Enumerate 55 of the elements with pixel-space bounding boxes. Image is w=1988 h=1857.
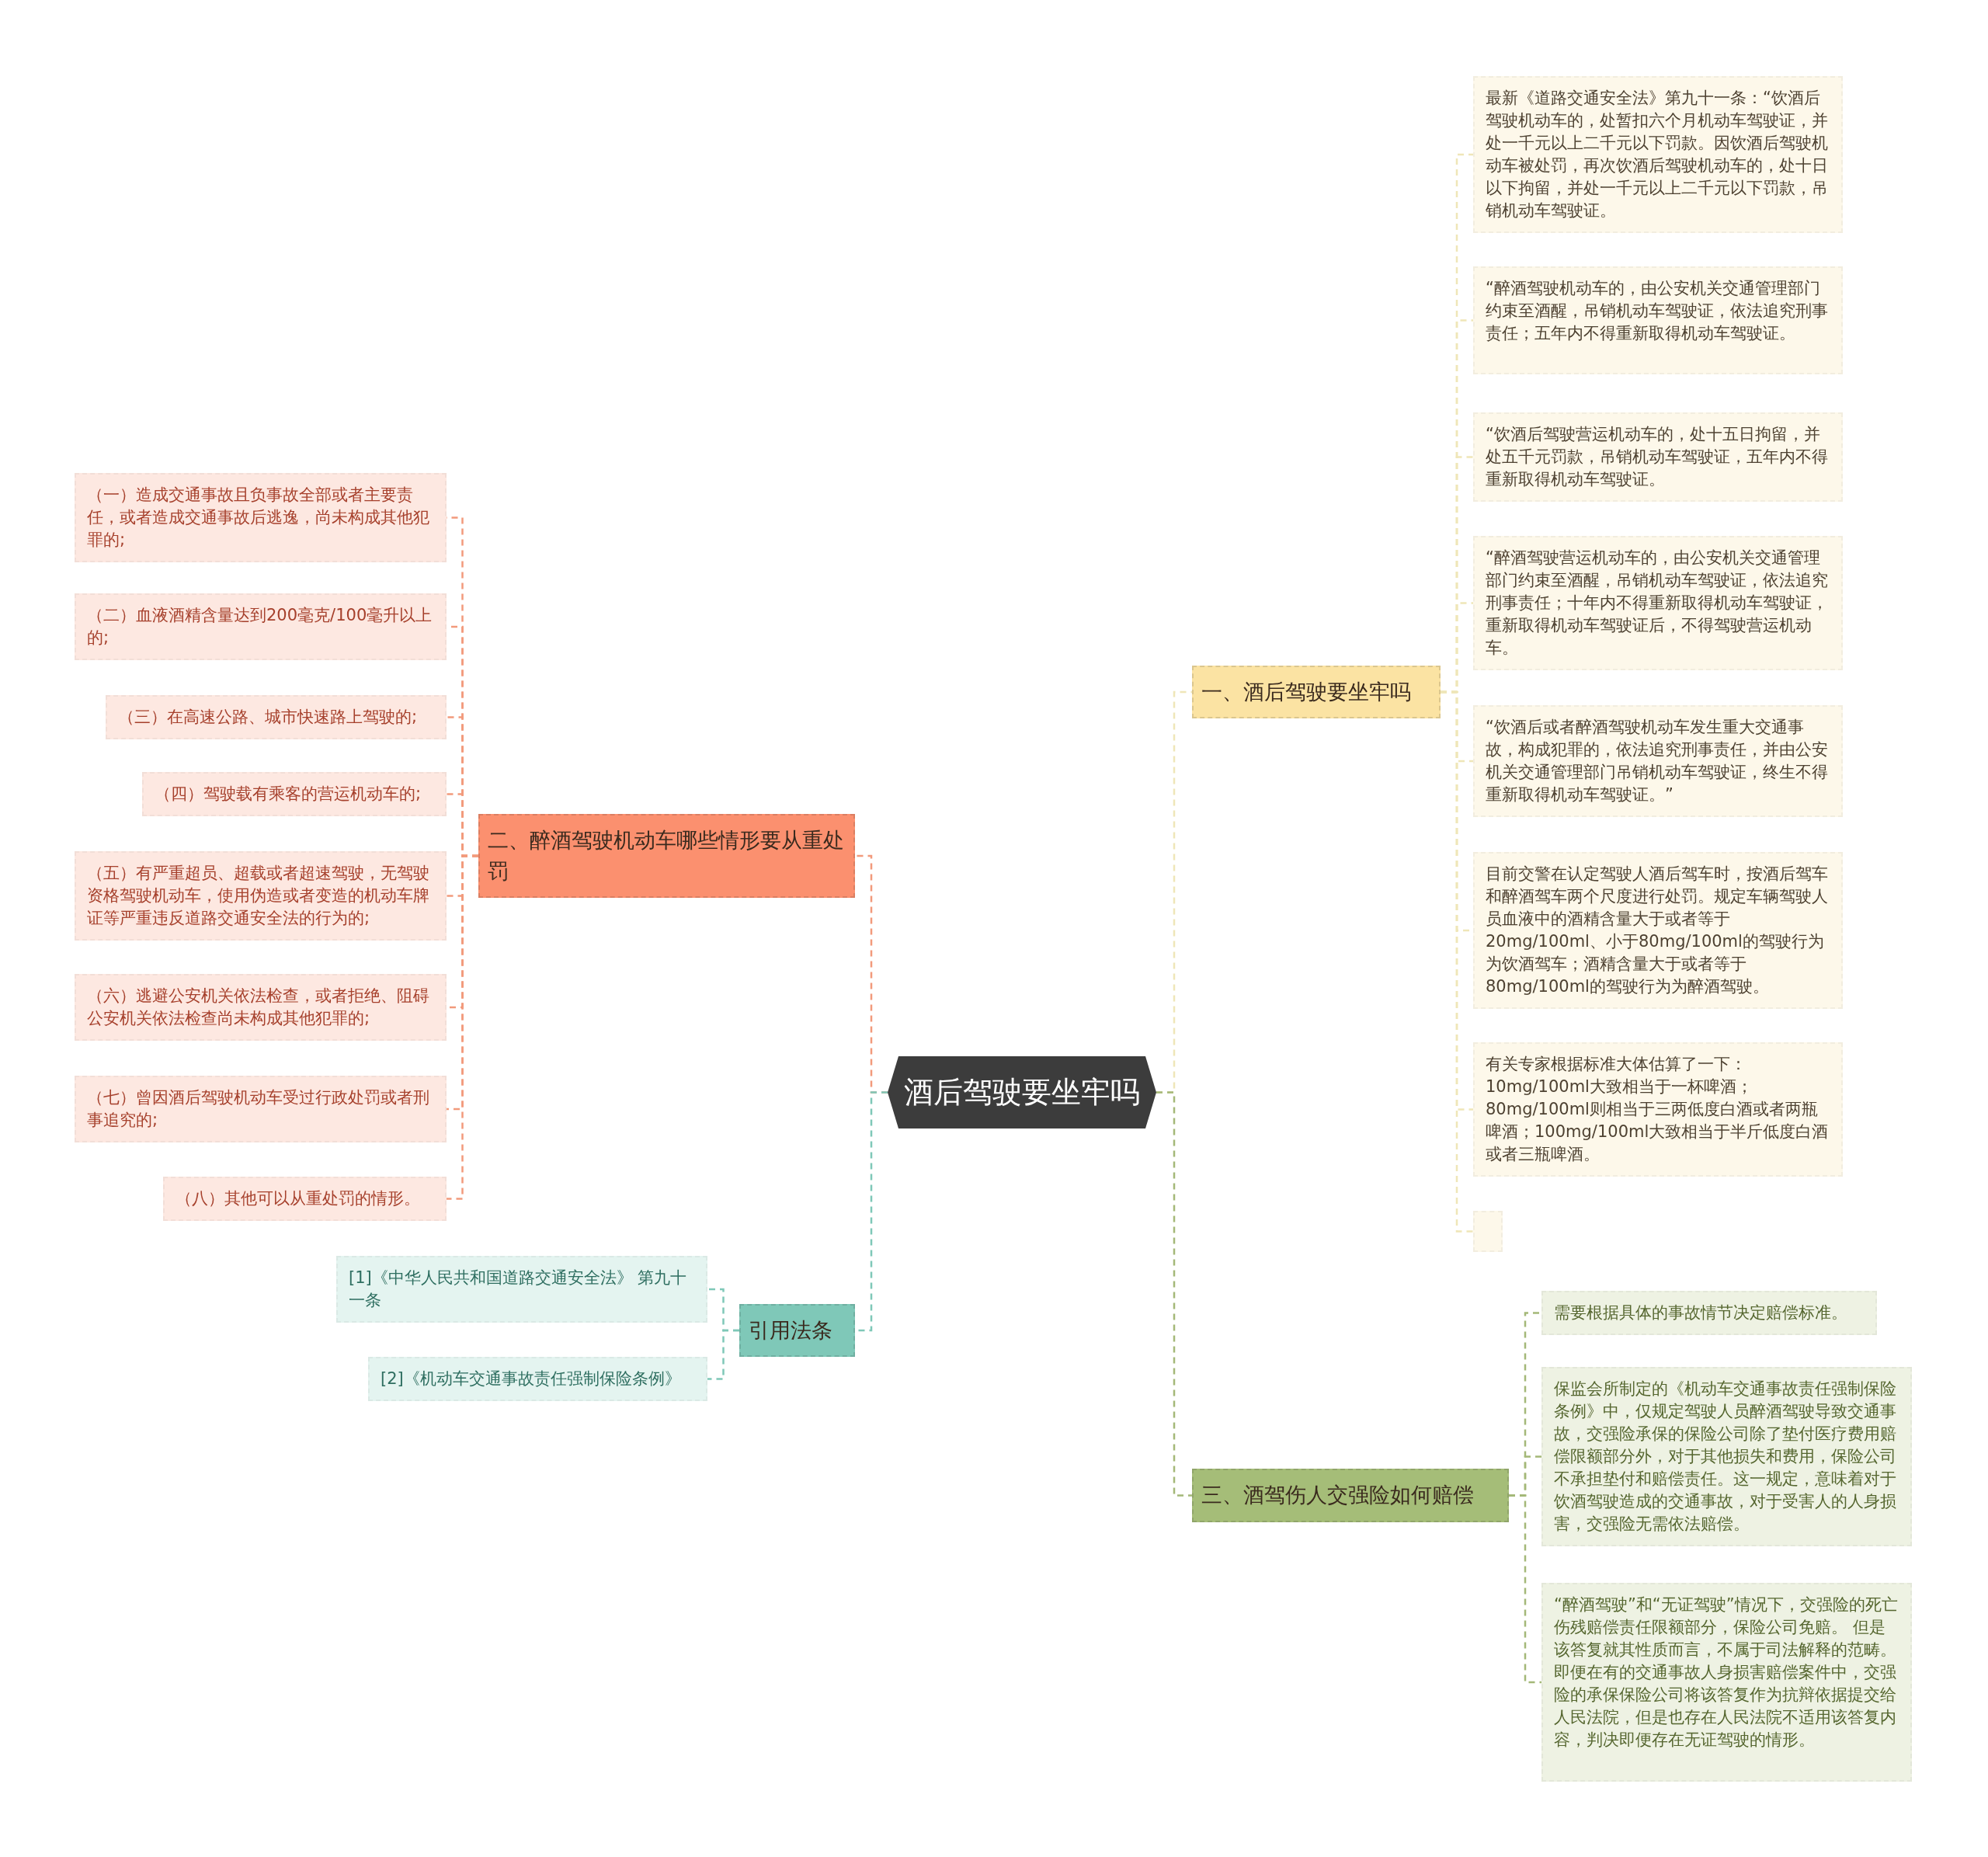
- note-box: [336, 1256, 707, 1323]
- note-text: （三）在高速公路、城市快速路上驾驶的;: [118, 707, 419, 728]
- note-box: [75, 473, 447, 562]
- note-box: [75, 1076, 447, 1142]
- note-text: [1]《中华人民共和国道路交通安全法》 第九十一条: [349, 1268, 688, 1311]
- branch-topic-box: [1192, 666, 1441, 718]
- branch-label: 三、酒驾伤人交强险如何赔偿: [1201, 1482, 1475, 1508]
- note-text: “醉酒驾驶机动车的，由公安机关交通管理部门约束至酒醒，吊销机动车驾驶证，依法追究刑事责任；五年内不得重新取得机动车驾驶证。: [1486, 278, 1829, 344]
- note-text: 保监会所制定的《机动车交通事故责任强制保险条例》中，仅规定驾驶人员醉酒驾驶导致交通事故，交强险承保的保险公司除了垫付医疗费用赔偿限额部分外，对于其他损失和费用，保险公司不承担垫付和赔偿责任。这一规定，意味着对于饮酒驾驶造成的交通事故，对于受害人的人身损害，交强险无需依法赔偿。: [1554, 1379, 1897, 1535]
- note-box: [142, 772, 447, 816]
- note-box: [106, 695, 447, 739]
- note-box: [1473, 852, 1843, 1009]
- branch-topic-box: [478, 814, 855, 898]
- connector: [1509, 1494, 1541, 1684]
- note-box: [1541, 1367, 1912, 1546]
- branch-label: 引用法条: [749, 1317, 833, 1344]
- branch-topic-box: [739, 1304, 855, 1357]
- note-text: “醉酒驾驶营运机动车的，由公安机关交通管理部门约束至酒醒，吊销机动车驾驶证，依法追究刑事责任；十年内不得重新取得机动车驾驶证，重新取得机动车驾驶证后，不得驾驶营运机动车。: [1486, 548, 1829, 659]
- note-text: 需要根据具体的事故情节决定赔偿标准。: [1554, 1302, 1848, 1323]
- note-text: “饮酒后驾驶营运机动车的，处十五日拘留，并处五千元罚款，吊销机动车驾驶证，五年内不得重新取得机动车驾驶证。: [1486, 424, 1829, 490]
- note-text: “醉酒驾驶”和“无证驾驶”情况下，交强险的死亡伤残赔偿责任限额部分，保险公司免赔。 但是该答复就其性质而言，不属于司法解释的范畴。即便在有的交通事故人身损害赔偿案件中，交强险的承保保险公司将该答复作为抗辩依据提交给人民法院，但是也存在人民法院不适用该答复内容，判决即便存在无证驾驶的情形。: [1554, 1594, 1899, 1751]
- central-topic: [888, 1056, 1156, 1128]
- note-text: （一）造成交通事故且负事故全部或者主要责任，或者造成交通事故后逃逸，尚未构成其他犯罪的;: [87, 485, 430, 551]
- note-text: 有关专家根据标准大体估算了一下：10mg/100ml大致相当于一杯啤酒；80mg/100ml则相当于三两低度白酒或者两瓶啤酒；100mg/100ml大致相当于半斤低度白酒或者三瓶啤酒。: [1486, 1054, 1830, 1165]
- note-text: “饮酒后或者醉酒驾驶机动车发生重大交通事故，构成犯罪的，依法追究刑事责任，并由公安机关交通管理部门吊销机动车驾驶证，终生不得重新取得机动车驾驶证。”: [1486, 717, 1829, 805]
- note-box: [75, 593, 447, 660]
- note-box: [75, 974, 447, 1041]
- note-box: [1541, 1291, 1877, 1335]
- note-text: （六）逃避公安机关依法检查，或者拒绝、阻碍公安机关依法检查尚未构成其他犯罪的;: [87, 986, 430, 1029]
- note-text: （四）驾驶载有乘客的营运机动车的;: [155, 784, 422, 805]
- note-box: [1473, 266, 1843, 374]
- note-box: [163, 1177, 447, 1221]
- note-box: [1473, 76, 1843, 233]
- note-text: （七）曾因酒后驾驶机动车受过行政处罚或者刑事追究的;: [87, 1087, 430, 1131]
- note-box: [1473, 705, 1843, 817]
- branch-topic-box: [1192, 1469, 1509, 1522]
- topic-label: 酒后驾驶要坐牢吗: [904, 1074, 1140, 1111]
- empty-box: [1473, 1211, 1503, 1252]
- note-text: 目前交警在认定驾驶人酒后驾车时，按酒后驾车和醉酒驾车两个尺度进行处罚。规定车辆驾驶人员血液中的酒精含量大于或者等于20mg/100ml、小于80mg/100ml的驾驶行为为饮酒驾车；酒精含量大于或者等于80mg/100ml的驾驶行为为醉酒驾驶。: [1486, 864, 1829, 997]
- connector: [1156, 1091, 1192, 1497]
- note-text: （八）其他可以从重处罚的情形。: [176, 1188, 421, 1209]
- note-box: [1541, 1583, 1912, 1782]
- connector: [707, 1329, 739, 1380]
- note-box: [1473, 1042, 1843, 1177]
- branch-label: 二、醉酒驾驶机动车哪些情形要从重处罚: [488, 827, 845, 885]
- note-box: [75, 851, 447, 941]
- note-text: （五）有严重超员、超载或者超速驾驶，无驾驶资格驾驶机动车，使用伪造或者变造的机动车牌证等严重违反道路交通安全法的行为的;: [87, 863, 430, 929]
- note-text: [2]《机动车交通事故责任强制保险条例》: [381, 1368, 682, 1389]
- connector: [447, 854, 478, 1200]
- note-box: [1473, 412, 1843, 502]
- note-text: 最新《道路交通安全法》第九十一条：“饮酒后驾驶机动车的，处暂扣六个月机动车驾驶证，并处一千元以上二千元以下罚款。因饮酒后驾驶机动车被处罚，再次饮酒后驾驶机动车的，处十日以下拘留，并处一千元以上二千元以下罚款，吊销机动车驾驶证。: [1486, 88, 1829, 221]
- note-box: [368, 1357, 707, 1401]
- note-text: （二）血液酒精含量达到200毫克/100毫升以上的;: [87, 605, 433, 649]
- branch-label: 一、酒后驾驶要坐牢吗: [1201, 679, 1412, 705]
- note-box: [1473, 536, 1843, 670]
